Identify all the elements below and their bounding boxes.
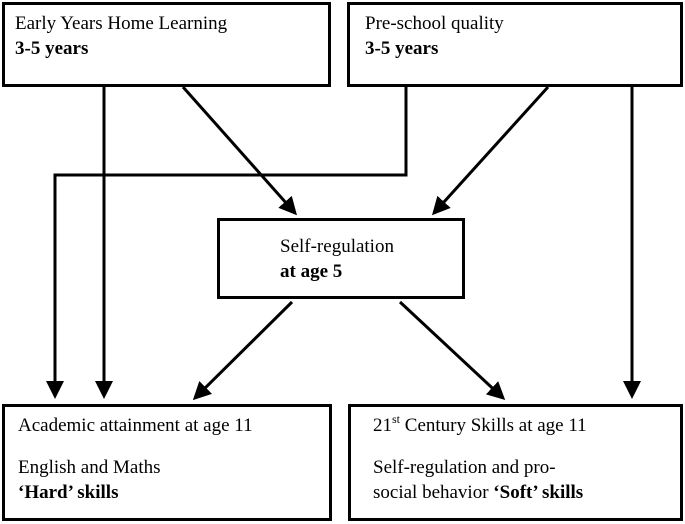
preschool-age-range: 3-5 years: [365, 38, 439, 59]
academic-subjects: English and Maths: [18, 457, 161, 478]
box-academic-attainment: Academic attainment at age 11 English an…: [2, 404, 332, 521]
selfreg-age: at age 5: [280, 261, 343, 282]
century-title: 21st Century Skills at age 11: [373, 413, 680, 438]
academic-title: Academic attainment at age 11: [18, 415, 253, 436]
box-early-years-home-learning: Early Years Home Learning 3-5 years: [2, 2, 331, 87]
century-number: 21: [373, 415, 392, 436]
century-title-rest: Century Skills at age 11: [400, 415, 587, 436]
home-title: Early Years Home Learning: [15, 13, 228, 34]
century-line3: social behavior ‘Soft’ skills: [373, 480, 680, 505]
arrow-home-to-selfreg: [181, 86, 297, 216]
academic-hard-skills: ‘Hard’ skills: [18, 482, 119, 503]
century-soft-skills: ‘Soft’ skills: [493, 482, 584, 503]
arrow-preschool-to-academic: [46, 87, 408, 399]
century-line2: Self-regulation and pro-: [373, 457, 556, 478]
arrow-selfreg-to-century: [398, 300, 506, 401]
box-21st-century-skills: 21st Century Skills at age 11 Self-regul…: [348, 404, 683, 521]
arrow-selfreg-to-academic: [192, 300, 294, 401]
century-line3-text: social behavior: [373, 482, 494, 503]
selfreg-title: Self-regulation: [280, 236, 394, 257]
century-ordinal: st: [392, 411, 401, 426]
home-age-range: 3-5 years: [15, 38, 89, 59]
preschool-title: Pre-school quality: [365, 13, 504, 34]
arrow-preschool-to-selfreg: [431, 85, 550, 216]
box-self-regulation: Self-regulation at age 5: [217, 218, 465, 299]
box-preschool-quality: Pre-school quality 3-5 years: [347, 2, 683, 87]
